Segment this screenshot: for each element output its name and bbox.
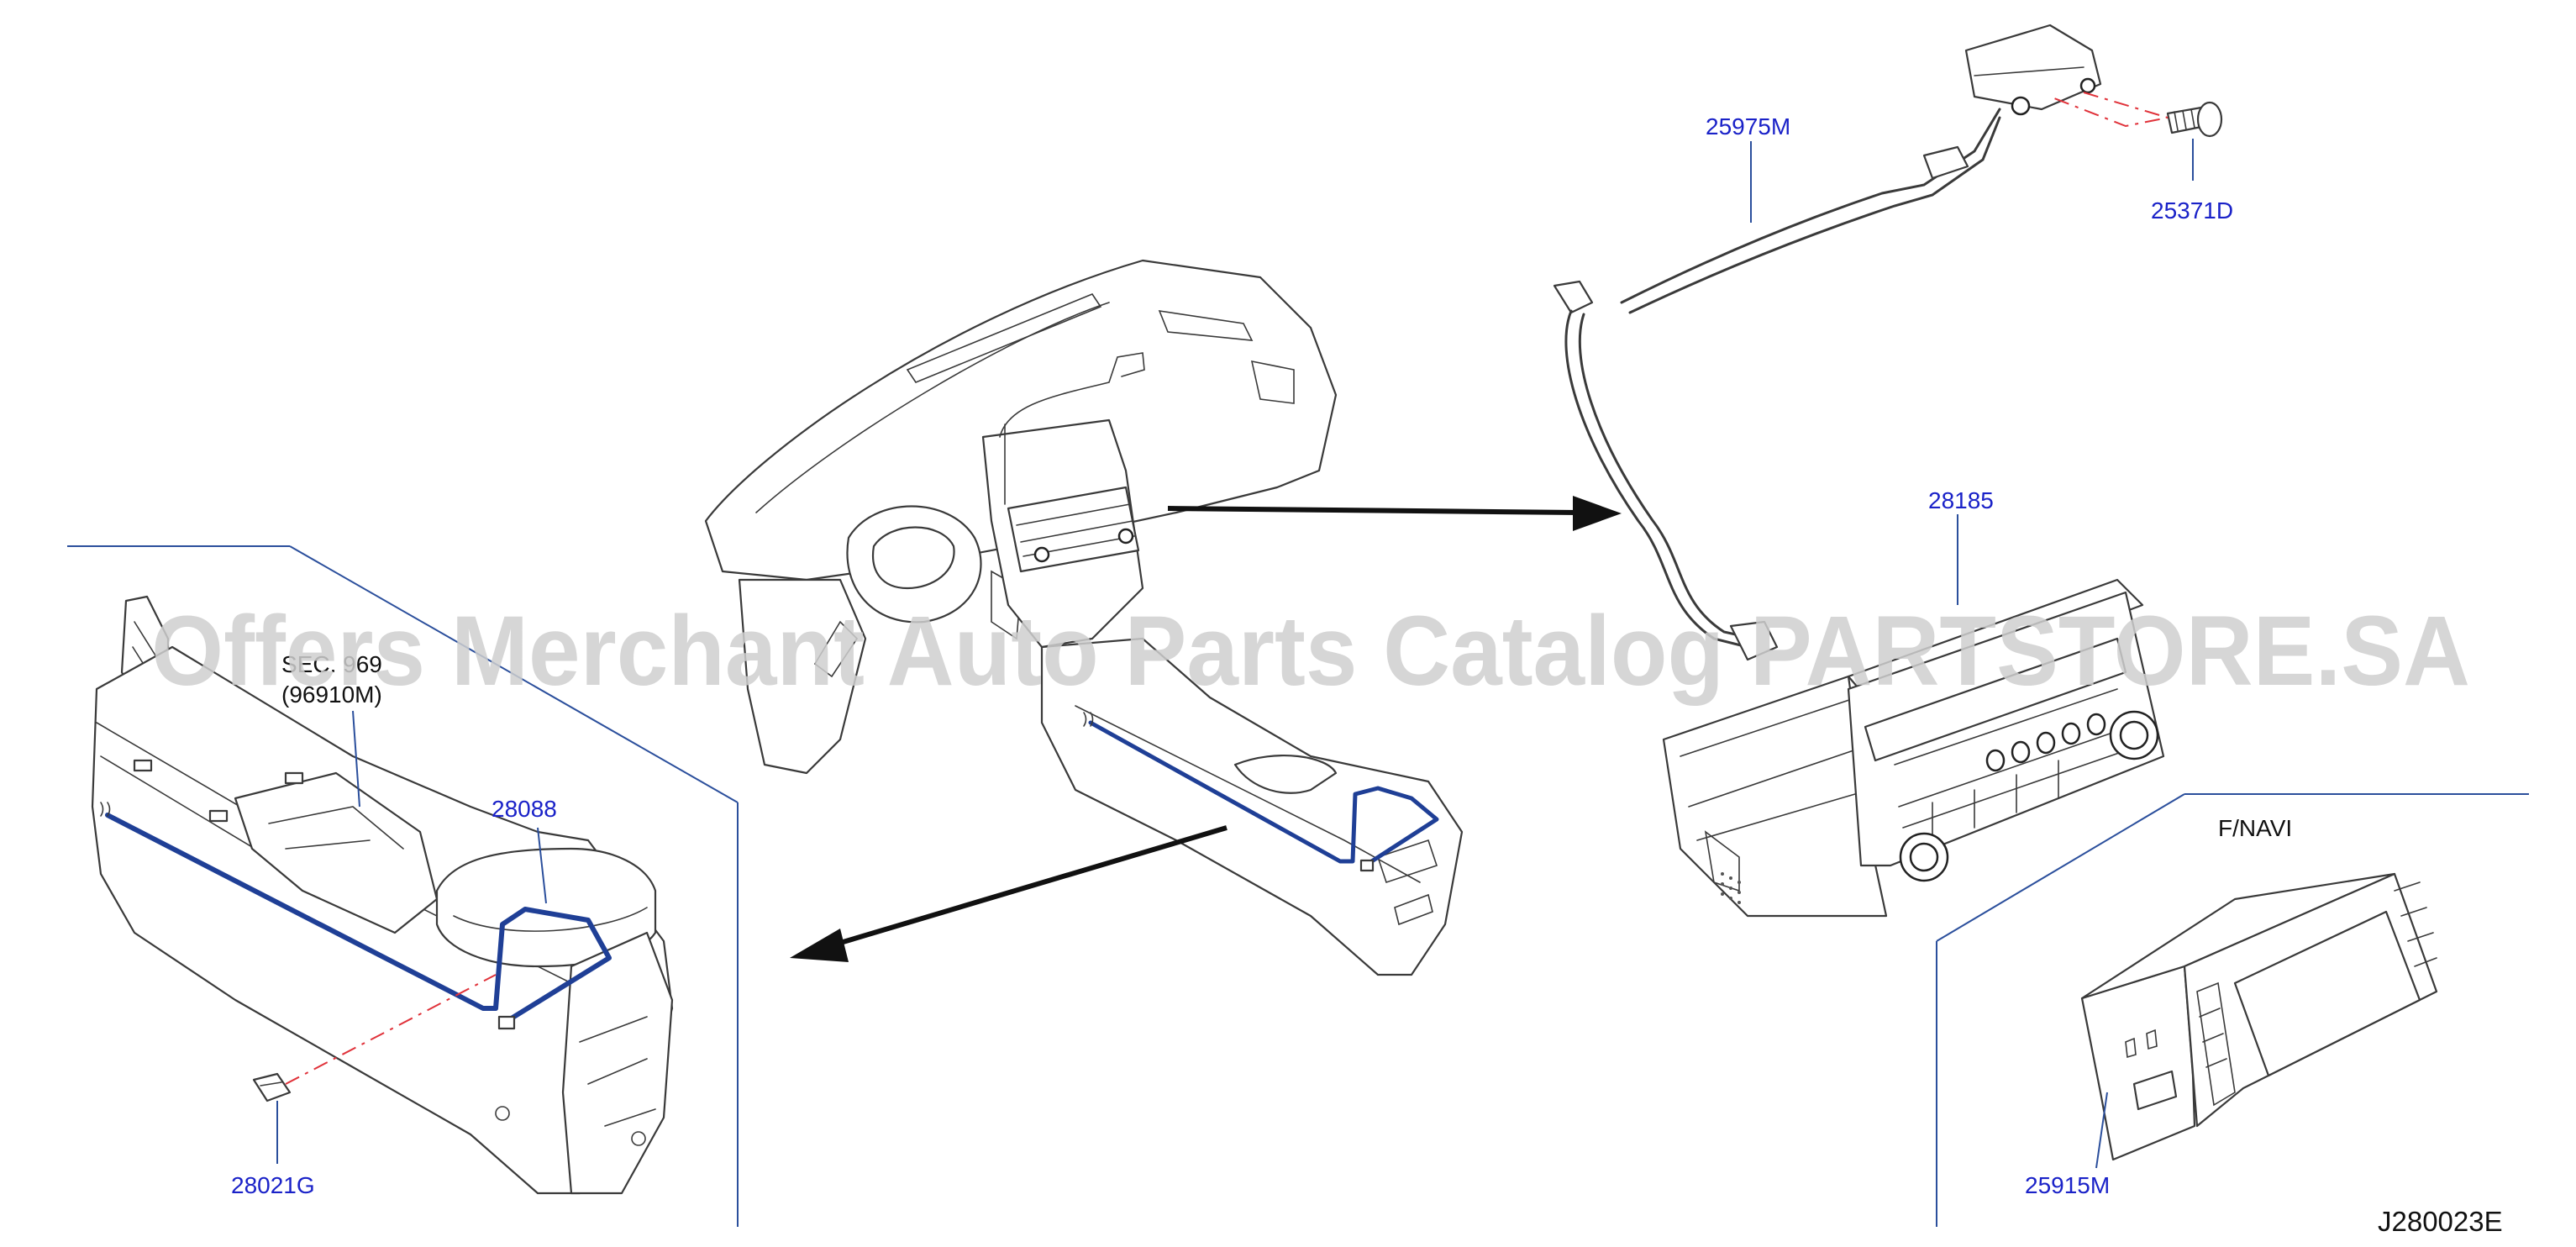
dashboard-illustration (704, 259, 1464, 976)
navi-panel-frame (1936, 793, 2529, 1227)
label-96910m: (96910M) (281, 681, 382, 708)
audio-unit-28185 (1662, 514, 2165, 918)
label-25371d: 25371D (2151, 197, 2233, 224)
label-sec-969: SEC. 969 (281, 651, 382, 677)
watermark-text: Offers Merchant Auto Parts Catalog PARTS… (151, 596, 2470, 707)
diagram-code: J280023E (2378, 1206, 2503, 1237)
screw-25371d (2049, 92, 2223, 181)
center-console-illustration (91, 595, 674, 1195)
label-f-navi: F/NAVI (2218, 815, 2292, 841)
label-28021g: 28021G (231, 1172, 315, 1198)
clip-28021g (252, 974, 497, 1164)
label-25915m: 25915M (2025, 1172, 2110, 1198)
left-panel-frame (67, 545, 739, 1227)
arrow-to-console-detail (790, 825, 1228, 962)
arrow-to-audio-unit (1167, 496, 1622, 531)
label-28185: 28185 (1928, 487, 1994, 513)
antenna-cable-assembly (1553, 24, 2102, 661)
label-28088: 28088 (492, 796, 557, 822)
label-25975m: 25975M (1706, 113, 1790, 139)
console-harness-28088-route (100, 802, 612, 1030)
leader-96910m (352, 710, 360, 808)
leader-28088 (537, 827, 547, 904)
navi-unit-25915m (2080, 872, 2438, 1169)
